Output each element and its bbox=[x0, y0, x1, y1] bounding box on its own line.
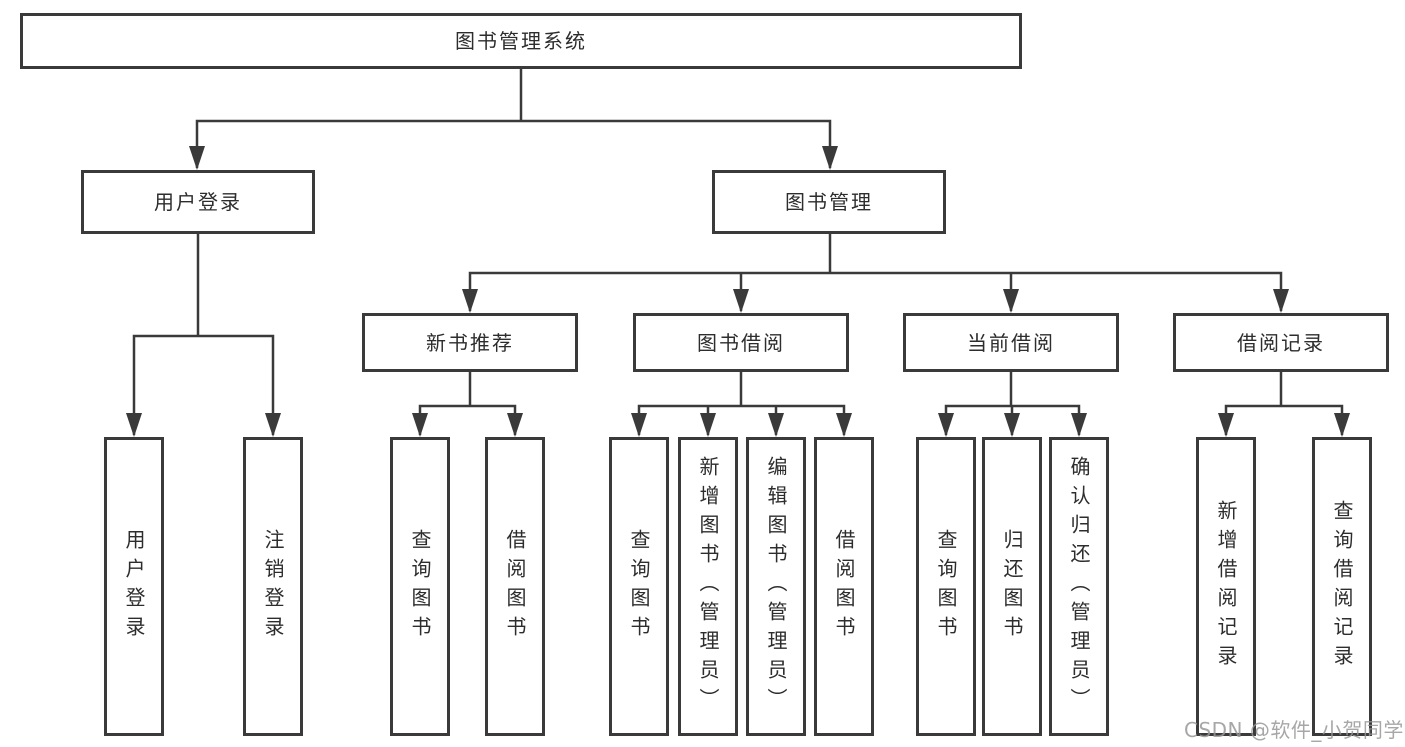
leaf-logout-login-label: 注销登录 bbox=[261, 528, 285, 645]
arrowhead-sec-borrow bbox=[733, 289, 749, 313]
csdn-watermark: CSDN @软件_小贺同学 bbox=[1184, 718, 1404, 742]
connector-level3-rail bbox=[468, 271, 1283, 311]
arrowhead-user-login bbox=[189, 146, 205, 170]
arrowhead-book-mgmt bbox=[822, 146, 838, 170]
leaf-nb-borrow-books-label: 借阅图书 bbox=[503, 528, 527, 645]
leaf-bb-edit-books-admin-label: 编辑图书（管理员） bbox=[764, 456, 788, 717]
arrowhead-leaf-login bbox=[126, 413, 142, 437]
branch-book-mgmt-label: 图书管理 bbox=[785, 190, 873, 214]
leaf-br-add-record-label: 新增借阅记录 bbox=[1214, 499, 1238, 674]
leaf-nb-query-books-label: 查询图书 bbox=[408, 528, 432, 645]
arrowhead-sec-current bbox=[1003, 289, 1019, 313]
leaf-bb-query-books: 查询图书 bbox=[609, 437, 669, 736]
branch-user-login-label: 用户登录 bbox=[154, 190, 242, 214]
leaf-bb-add-books-admin-label: 新增图书（管理员） bbox=[696, 456, 720, 717]
node-section-current-borrow: 当前借阅 bbox=[903, 313, 1119, 372]
arrowhead-sec-newbook bbox=[462, 289, 478, 313]
section-borrow-records-label: 借阅记录 bbox=[1237, 330, 1325, 355]
connector-user-login-rail bbox=[132, 334, 275, 435]
node-section-new-book-recommend: 新书推荐 bbox=[362, 313, 578, 372]
leaf-cb-query-books: 查询图书 bbox=[916, 437, 976, 736]
node-root-system: 图书管理系统 bbox=[20, 13, 1022, 69]
leaf-cb-return-books-label: 归还图书 bbox=[1000, 528, 1024, 645]
node-branch-user-login: 用户登录 bbox=[81, 170, 315, 234]
arrowhead-leaf-logout bbox=[265, 413, 281, 437]
node-section-book-borrow: 图书借阅 bbox=[633, 313, 849, 372]
node-section-borrow-records: 借阅记录 bbox=[1173, 313, 1389, 372]
leaf-br-add-record: 新增借阅记录 bbox=[1196, 437, 1256, 736]
leaf-nb-borrow-books: 借阅图书 bbox=[485, 437, 545, 736]
leaf-bb-edit-books-admin: 编辑图书（管理员） bbox=[746, 437, 806, 736]
section-new-book-label: 新书推荐 bbox=[426, 330, 514, 355]
node-root-label: 图书管理系统 bbox=[455, 29, 587, 53]
leaf-bb-borrow-books-label: 借阅图书 bbox=[832, 528, 856, 645]
leaf-bb-borrow-books: 借阅图书 bbox=[814, 437, 874, 736]
leaf-br-query-record: 查询借阅记录 bbox=[1312, 437, 1372, 736]
section-current-borrow-label: 当前借阅 bbox=[967, 330, 1055, 355]
leaf-bb-add-books-admin: 新增图书（管理员） bbox=[678, 437, 738, 736]
arrowhead-sec-records bbox=[1273, 289, 1289, 313]
connector-sec3-rail bbox=[1224, 404, 1344, 435]
leaf-bb-query-books-label: 查询图书 bbox=[627, 528, 651, 645]
leaf-br-query-record-label: 查询借阅记录 bbox=[1330, 499, 1354, 674]
connector-level2-rail bbox=[195, 119, 832, 168]
connector-sec0-rail bbox=[418, 404, 517, 435]
node-branch-book-mgmt: 图书管理 bbox=[712, 170, 946, 234]
leaf-nb-query-books: 查询图书 bbox=[390, 437, 450, 736]
section-book-borrow-label: 图书借阅 bbox=[697, 330, 785, 355]
leaf-user-login: 用户登录 bbox=[104, 437, 164, 736]
leaf-cb-query-books-label: 查询图书 bbox=[934, 528, 958, 645]
leaf-cb-return-books: 归还图书 bbox=[982, 437, 1042, 736]
connector-sec1-rail bbox=[637, 404, 846, 435]
leaf-cb-confirm-return-admin-label: 确认归还（管理员） bbox=[1067, 456, 1091, 717]
leaf-cb-confirm-return-admin: 确认归还（管理员） bbox=[1049, 437, 1109, 736]
leaf-logout-login: 注销登录 bbox=[243, 437, 303, 736]
leaf-user-login-label: 用户登录 bbox=[122, 528, 146, 645]
